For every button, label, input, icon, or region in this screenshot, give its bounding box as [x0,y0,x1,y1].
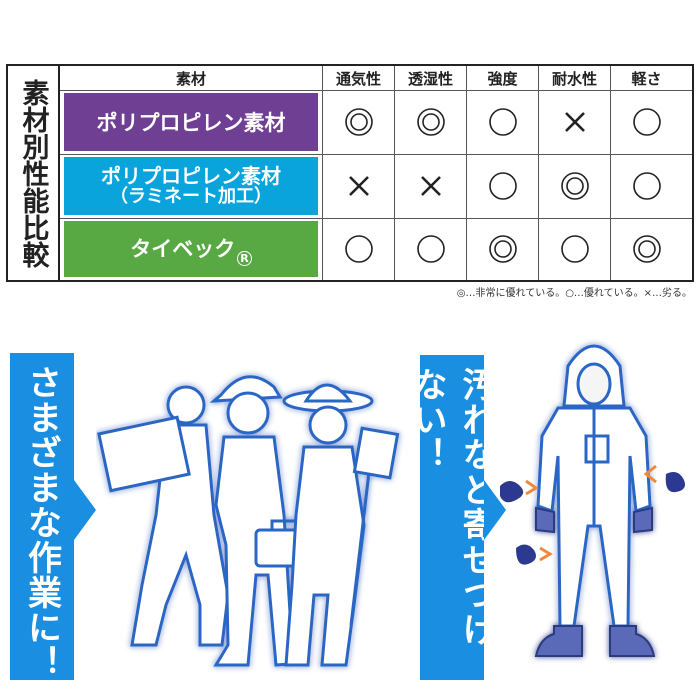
cross-symbol [564,112,585,132]
rating-cell [394,154,466,218]
material-label-polypropylene: ポリプロピレン素材 [64,93,318,151]
header-lightness: 軽さ [610,66,682,90]
table-side-title: 素材別性能比較 [8,66,60,280]
cross-symbol [420,176,441,196]
header-moisture-permeability: 透湿性 [394,66,466,90]
circle-symbol [560,235,589,263]
header-strength: 強度 [466,66,538,90]
table-row: ポリプロピレン素材 [60,90,692,155]
header-material: 素材 [175,69,206,88]
rating-cell [538,218,610,280]
circle-symbol [632,172,661,200]
rating-cell [466,218,538,280]
double-circle-symbol [560,172,589,200]
table-header-row: 素材 通気性 透湿性 強度 耐水性 軽さ [60,66,692,91]
side-title-text: 素材別性能比較 [17,78,49,268]
material-name: ポリプロピレン素材 [96,111,286,135]
double-circle-symbol [416,108,445,136]
banner-left-text: さまざまな作業に！ [21,365,62,680]
rating-cell [322,90,394,154]
rating-cell [322,218,394,280]
double-circle-symbol [488,235,517,263]
comparison-table: 素材別性能比較 素材 通気性 透湿性 強度 耐水性 軽さ ポリプロピレン素材 [6,64,694,282]
material-name: ポリプロピレン素材 [101,164,281,189]
circle-symbol [488,172,517,200]
circle-symbol [488,108,517,136]
circle-symbol [632,108,661,136]
banner-repels-dirt: 汚れなど寄せつけない！ [407,355,496,680]
circle-symbol [344,235,373,263]
coverall-illustration [500,344,685,657]
circle-symbol [416,235,445,263]
table-row: ポリプロピレン素材 （ラミネート加工） [60,154,692,219]
banner-left-arrow [74,480,96,540]
material-subtitle: （ラミネート加工） [110,186,272,208]
rating-cell [610,90,682,154]
double-circle-symbol [344,108,373,136]
rating-cell [538,154,610,218]
rating-cell [538,90,610,154]
material-label-polypropylene-laminated: ポリプロピレン素材 （ラミネート加工） [64,157,318,215]
banner-various-tasks: さまざまな作業に！ [10,353,74,680]
table-grid: 素材 通気性 透湿性 強度 耐水性 軽さ ポリプロピレン素材 ポリプロピレン素材 [60,66,692,280]
double-circle-symbol [632,235,661,263]
workers-illustration [97,375,400,667]
material-name: タイベック [130,237,236,262]
header-water-resistance: 耐水性 [538,66,610,90]
rating-cell [394,90,466,154]
rating-cell [610,218,682,280]
rating-cell [322,154,394,218]
dirt-particles [500,472,685,565]
rating-cell [394,218,466,280]
rating-cell [466,90,538,154]
cross-symbol [348,176,369,196]
rating-cell [610,154,682,218]
header-breathability: 通気性 [322,66,394,90]
registered-mark: R [237,250,252,266]
rating-legend: ◎…非常に優れている。○…優れている。×…劣る。 [456,288,692,299]
rating-cell [466,154,538,218]
